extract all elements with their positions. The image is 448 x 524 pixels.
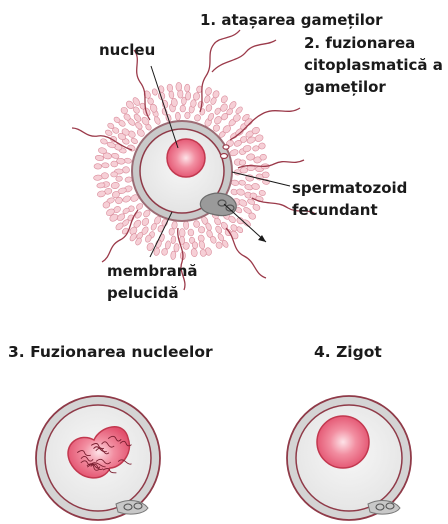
label-membrana-line1: membrană xyxy=(107,262,198,280)
corona-cell xyxy=(191,248,198,257)
corona-cell xyxy=(165,240,171,249)
corona-cell xyxy=(134,121,143,130)
corona-cell xyxy=(184,84,190,92)
corona-cell xyxy=(259,190,267,197)
corona-cell xyxy=(176,82,182,91)
label-step1: 1. atașarea gameților xyxy=(200,11,383,29)
corona-cell xyxy=(183,221,189,230)
label-sperm-line1: spermatozoid xyxy=(292,179,407,197)
corona-cell xyxy=(198,240,205,249)
corona-cell xyxy=(170,251,176,260)
corona-cell xyxy=(104,129,113,137)
corona-cell xyxy=(93,175,102,181)
corona-cell xyxy=(111,161,119,167)
corona-cell xyxy=(188,229,195,237)
sperm-tail-3 xyxy=(230,108,300,140)
label-step2-line2: citoplasmatică a xyxy=(304,56,443,74)
label-step2-line3: gameților xyxy=(304,78,386,96)
corona-cell xyxy=(204,95,212,104)
corona-cell xyxy=(151,88,158,96)
corona-cell xyxy=(262,172,269,178)
label-step3: 3. Fuzionarea nucleelor xyxy=(8,343,213,361)
label-nucleu: nucleu xyxy=(99,41,155,59)
corona-cell xyxy=(122,195,132,204)
top-egg-group xyxy=(72,30,316,290)
corona-cell xyxy=(204,87,212,96)
corona-cell xyxy=(239,159,246,165)
corona-cell xyxy=(254,134,264,143)
corona-cell xyxy=(240,167,248,173)
corona-cell xyxy=(171,236,177,244)
corona-cell xyxy=(122,167,129,174)
corona-cell xyxy=(192,241,198,249)
corona-cell xyxy=(183,242,190,249)
corona-cell xyxy=(130,137,138,145)
corona-cell xyxy=(174,243,180,252)
sperm-tail-10 xyxy=(212,40,276,72)
corona-cell xyxy=(185,91,191,100)
corona-cell xyxy=(259,154,267,161)
corona-cell xyxy=(125,176,133,182)
sperm-head-2 xyxy=(223,145,229,149)
corona-cell xyxy=(184,112,190,119)
corona-cell xyxy=(179,229,185,238)
corona-cell xyxy=(190,99,197,107)
corona-cell xyxy=(175,112,181,121)
corona-cell xyxy=(136,128,146,138)
corona-cell xyxy=(94,164,102,170)
egg-nucleus xyxy=(167,139,205,177)
corona-cell xyxy=(153,116,161,126)
corona-cell xyxy=(98,147,108,155)
label-sperm-line2: fecundant xyxy=(292,201,378,219)
corona-cell xyxy=(141,217,151,227)
corona-cell xyxy=(97,190,106,198)
corona-cell xyxy=(167,84,174,92)
corona-cell xyxy=(111,182,120,190)
nuclear-fusion-cell xyxy=(36,396,160,520)
corona-cell xyxy=(220,95,229,104)
corona-cell xyxy=(111,172,118,178)
label-step4: 4. Zigot xyxy=(314,343,382,361)
corona-cell xyxy=(205,104,213,113)
label-membrana-line2: pelucidă xyxy=(107,284,179,302)
corona-cell xyxy=(194,114,202,122)
corona-cell xyxy=(171,98,178,107)
sperm-head-1 xyxy=(221,154,228,159)
corona-cell xyxy=(193,92,201,101)
corona-cell xyxy=(111,153,120,160)
zygote-cell xyxy=(287,396,411,520)
corona-cell xyxy=(161,248,168,256)
corona-cell xyxy=(180,105,186,112)
corona-cell xyxy=(235,106,244,115)
corona-cell xyxy=(236,188,246,196)
corona-cell xyxy=(193,220,201,228)
corona-cell xyxy=(102,163,110,169)
zygote-nucleus xyxy=(317,416,369,468)
corona-cell xyxy=(168,228,174,236)
corona-cell xyxy=(135,202,144,210)
corona-cell xyxy=(238,180,245,186)
label-step2-line1: 2. fuzionarea xyxy=(304,34,415,52)
